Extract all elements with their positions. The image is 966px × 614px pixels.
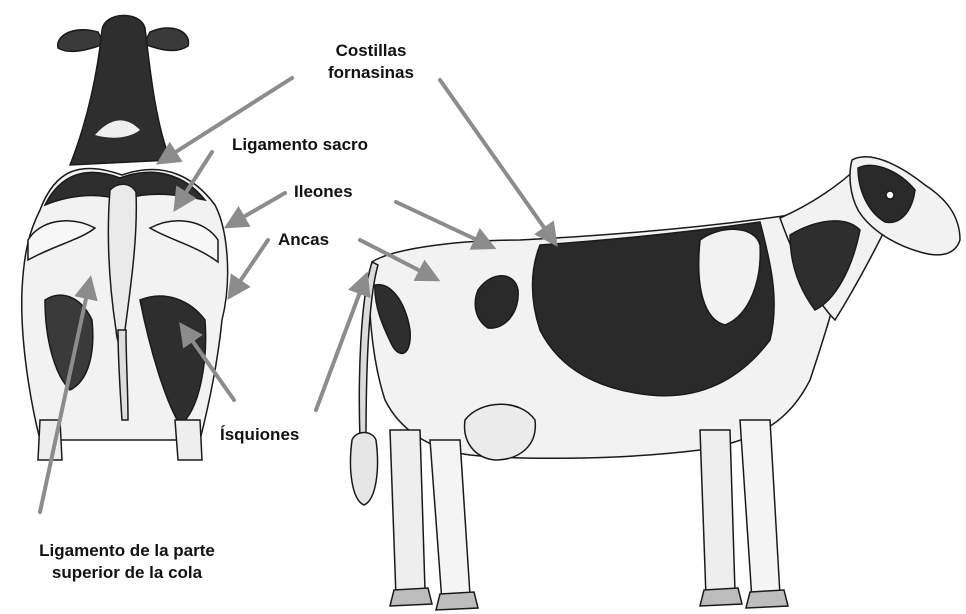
- arrow-ancas-rear: [230, 240, 268, 296]
- label-costillas-fornasinas: Costillas fornasinas: [306, 40, 436, 84]
- arrow-ileones-side: [396, 202, 492, 247]
- label-costillas-line1: Costillas: [306, 40, 436, 62]
- arrow-costillas-side: [440, 80, 555, 243]
- side-eye: [886, 191, 894, 199]
- side-fore-leg-1: [700, 430, 735, 598]
- side-hoof-3: [700, 588, 742, 606]
- side-hoof-1: [390, 588, 432, 606]
- label-ligamento-cola: Ligamento de la parte superior de la col…: [4, 540, 250, 584]
- arrow-isquiones-side: [316, 276, 366, 410]
- label-ligamento-sacro: Ligamento sacro: [232, 134, 368, 156]
- label-ligamento-cola-line2: superior de la cola: [4, 562, 250, 584]
- arrow-ileones-rear: [228, 193, 285, 226]
- label-ligamento-cola-line1: Ligamento de la parte: [4, 540, 250, 562]
- label-isquiones: Ísquiones: [220, 424, 299, 446]
- side-tail-switch: [351, 433, 378, 506]
- side-hoof-2: [436, 592, 478, 610]
- side-fore-leg-2: [740, 420, 780, 600]
- label-ileones: Ileones: [294, 181, 353, 203]
- rear-leg-right: [175, 420, 202, 460]
- side-hoof-4: [746, 590, 788, 608]
- label-ancas: Ancas: [278, 229, 329, 251]
- side-hind-leg-2: [430, 440, 470, 602]
- rear-ear-right: [144, 28, 189, 51]
- rear-ear-left: [58, 30, 104, 52]
- side-hind-leg-1: [390, 430, 425, 598]
- label-costillas-line2: fornasinas: [306, 62, 436, 84]
- cow-rear-view: [22, 15, 228, 460]
